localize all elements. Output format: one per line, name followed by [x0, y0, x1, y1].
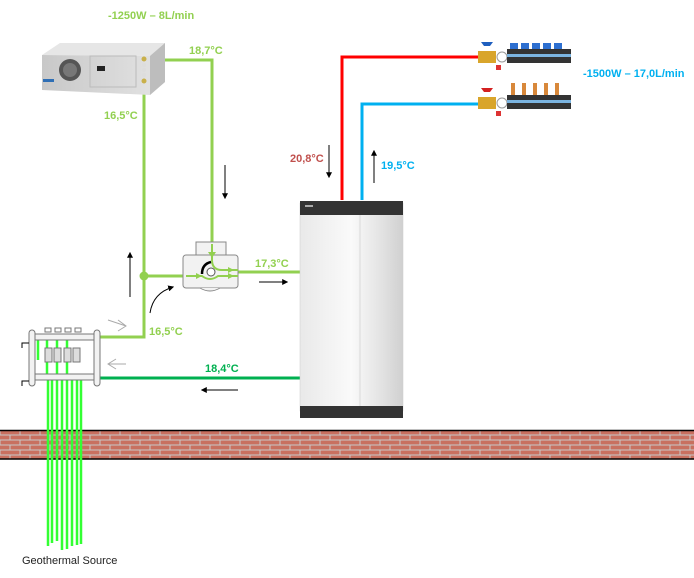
- cold-return-pipe: [360, 102, 480, 200]
- pipe-junction: [139, 271, 149, 281]
- geothermal-source-label: Geothermal Source: [22, 555, 118, 567]
- display-icon: [97, 66, 105, 71]
- valve-actuator-icon: [200, 260, 212, 275]
- ground-return-temp: 18,4°C: [205, 363, 239, 375]
- fan-coil-return-pipe: [147, 58, 214, 242]
- flow-arrows: [107, 145, 377, 393]
- arrow-left-gray-icon: [107, 358, 126, 370]
- brand-logo: [305, 205, 313, 207]
- brand-logo: [43, 79, 54, 82]
- floor-manifold-return[interactable]: [478, 83, 571, 116]
- arrow-right-gray-icon: [107, 319, 127, 332]
- mixing-valve[interactable]: [182, 241, 239, 292]
- ground-surface: [0, 429, 694, 460]
- floor-manifold-rating: -1500W – 17,0L/min: [583, 68, 685, 80]
- floor-supply-temp: 20,8°C: [290, 153, 324, 165]
- valve-outlet-temp: 17,3°C: [255, 258, 289, 270]
- fan-coil-supply-pipe: [100, 83, 146, 339]
- ground-outlet-temp: 16,5°C: [149, 326, 183, 338]
- fan-coil-return-temp: 16,5°C: [104, 110, 138, 122]
- heat-pump-unit[interactable]: [299, 201, 404, 418]
- fan-coil-supply-temp: 18,7°C: [189, 45, 223, 57]
- fan-coil-rating: -1250W – 8L/min: [108, 10, 195, 22]
- floor-manifold-supply[interactable]: [478, 42, 571, 70]
- hot-supply-pipe: [340, 55, 480, 200]
- fan-coil-unit[interactable]: [42, 43, 165, 95]
- floor-return-temp: 19,5°C: [381, 160, 415, 172]
- ground-manifold[interactable]: [21, 327, 101, 387]
- fan-coil-pipes: [100, 58, 300, 339]
- arrow-curved-icon: [149, 285, 175, 314]
